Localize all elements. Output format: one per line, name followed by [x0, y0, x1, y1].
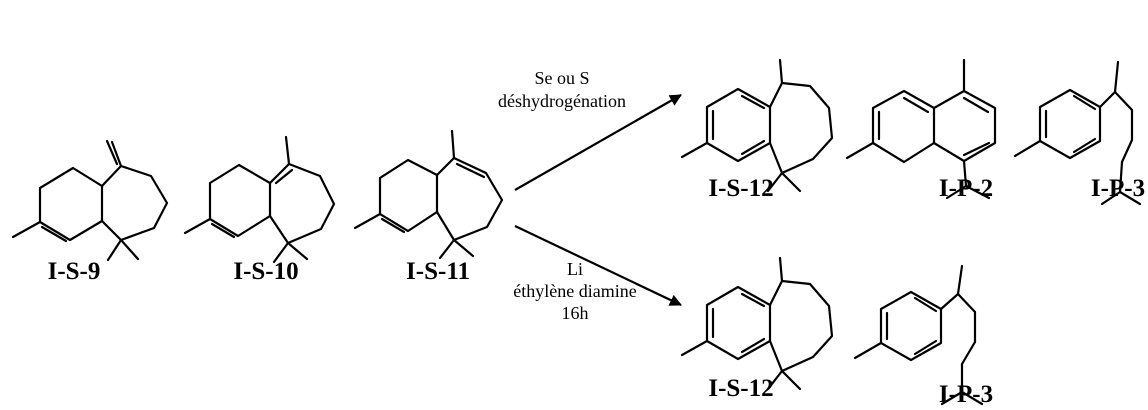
structure-is9	[11, 139, 169, 262]
structure-ip2	[845, 58, 997, 200]
condition-process-top: déshydrogénation	[498, 91, 626, 111]
structure-ip3-bottom	[853, 264, 984, 406]
structure-is10	[183, 135, 336, 264]
structure-is11	[353, 129, 504, 260]
label-is11: I-S-11	[406, 258, 470, 285]
label-ip2: I-P-2	[939, 175, 993, 202]
arrow-bottom	[514, 225, 682, 306]
label-is12-top: I-S-12	[708, 175, 773, 202]
condition-solvent-bottom: éthylène diamine	[513, 281, 636, 301]
label-ip3-bottom: I-P-3	[939, 381, 993, 408]
structure-is12-top	[680, 58, 834, 193]
condition-reagent-top: Se ou S	[534, 68, 589, 88]
structure-ip3-top	[1013, 60, 1142, 206]
condition-reagent-bottom: Li	[567, 259, 583, 279]
label-ip3-top: I-P-3	[1091, 175, 1145, 202]
arrow-top	[514, 94, 682, 191]
label-is9: I-S-9	[48, 258, 101, 285]
structure-is12-bottom	[680, 256, 834, 391]
label-is10: I-S-10	[233, 258, 298, 285]
condition-time-bottom: 16h	[562, 303, 589, 323]
label-is12-bottom: I-S-12	[708, 375, 773, 402]
